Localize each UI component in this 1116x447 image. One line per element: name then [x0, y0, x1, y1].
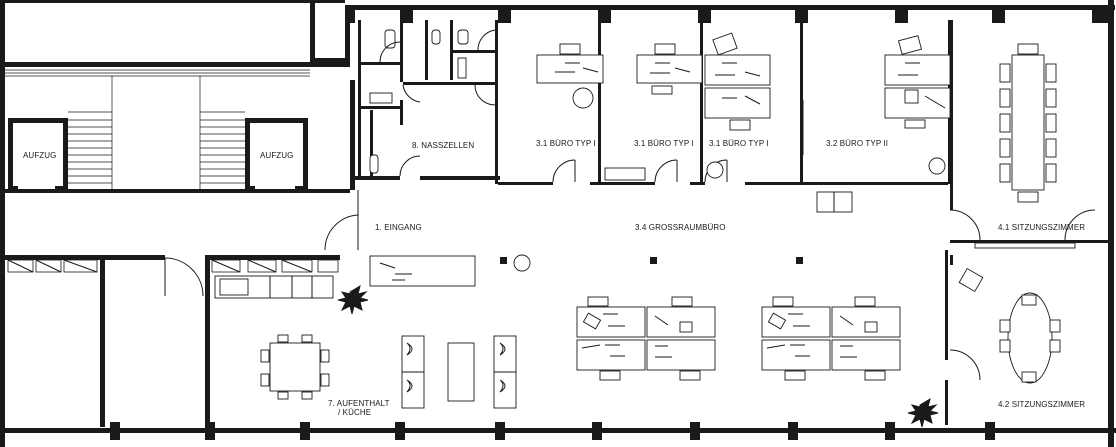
label-elevator-left: AUFZUG — [23, 151, 57, 160]
label-office-4: 3.2 BÜRO TYP II — [826, 139, 888, 148]
desk-cluster-right — [761, 296, 901, 381]
entrance — [324, 190, 853, 287]
stair-core — [5, 0, 355, 193]
office-1-furniture — [536, 43, 604, 109]
office-4-furniture — [884, 35, 951, 175]
label-meeting-1: 4.1 SITZUNGSZIMMER — [998, 223, 1085, 232]
stair-right — [200, 119, 245, 184]
elevator-right — [245, 118, 308, 192]
label-kitchen-line1: 7. AUFENTHALT — [328, 399, 390, 408]
plant-icon — [337, 284, 369, 315]
label-office-2: 3.1 BÜRO TYP I — [634, 139, 694, 148]
kitchen-area — [5, 255, 517, 427]
label-kitchen-line2: / KÜCHE — [338, 408, 371, 417]
label-office-3: 3.1 BÜRO TYP I — [709, 139, 769, 148]
office-3-furniture — [704, 32, 771, 179]
label-elevator-right: AUFZUG — [260, 151, 294, 160]
stair-left — [68, 119, 112, 184]
label-office-1: 3.1 BÜRO TYP I — [536, 139, 596, 148]
wet-rooms — [355, 20, 500, 180]
meeting-room-2 — [945, 250, 1061, 425]
label-entrance: 1. EINGANG — [375, 223, 422, 232]
plant-icon — [907, 397, 939, 428]
elevator-left — [8, 118, 68, 192]
label-meeting-2: 4.2 SITZUNGSZIMMER — [998, 400, 1085, 409]
label-wet-rooms: 8. NASSZELLEN — [412, 141, 474, 150]
office-2-furniture — [636, 43, 703, 95]
label-open-office: 3.4 GROSSRAUMBÜRO — [635, 223, 726, 232]
meeting-room-1 — [949, 20, 1108, 249]
desk-cluster-left — [576, 296, 716, 381]
